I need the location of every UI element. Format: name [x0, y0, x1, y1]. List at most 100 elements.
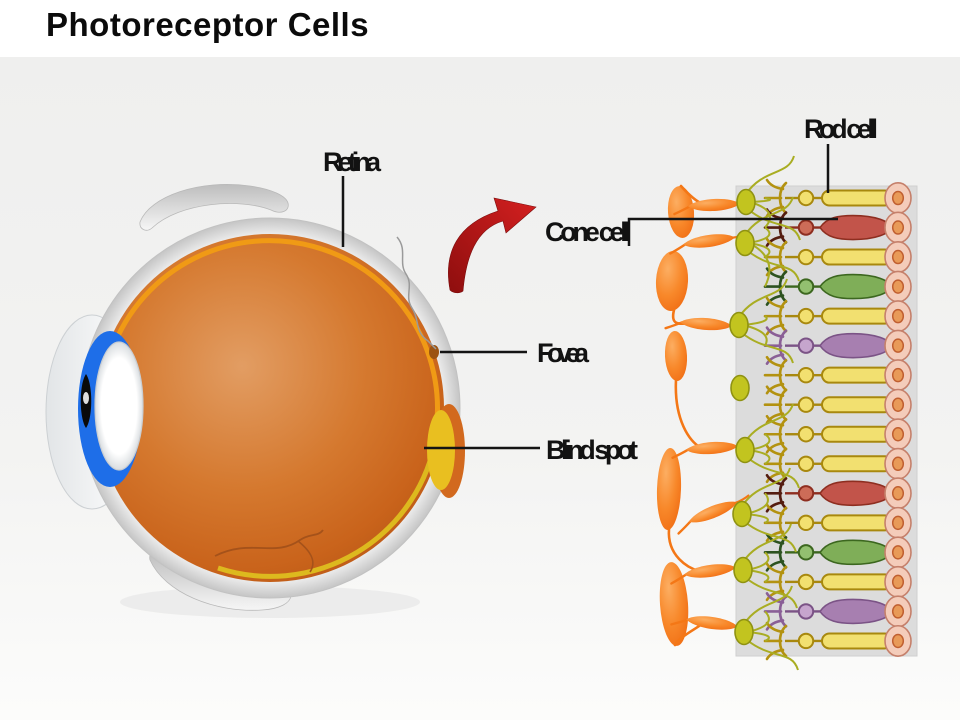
rod-outer-segment [821, 366, 893, 384]
rod-outer-segment [821, 573, 893, 591]
cell-nucleus [891, 633, 905, 649]
label-fovea: Fovea [537, 338, 590, 368]
nerve-fiber-squiggle [396, 236, 437, 350]
cone-cell-leader-line [627, 217, 838, 246]
epithelium-cell [884, 270, 912, 303]
rod-cell-row [763, 503, 893, 543]
cell-nucleus [891, 338, 905, 353]
blind-spot-mark [427, 410, 455, 490]
inner-segment [797, 337, 815, 354]
bipolar-cell-group [735, 196, 800, 288]
ganglion-cell [664, 331, 688, 381]
inner-segment [797, 485, 815, 502]
rod-cell-row [763, 355, 893, 395]
bipolar-cell-group [730, 374, 750, 402]
dendrite-curl [748, 209, 801, 241]
rod-cell-row [763, 296, 893, 336]
bipolar-cell-body [730, 374, 750, 402]
rod-cell-row [763, 621, 893, 661]
page-title: Photoreceptor Cells [46, 6, 370, 43]
cell-nucleus [891, 426, 905, 442]
cell-nucleus [891, 545, 905, 560]
cell-nucleus [891, 367, 905, 383]
rod-cell-row [763, 414, 893, 454]
bipolar-cell-body [736, 188, 756, 216]
epithelium-cell [884, 300, 912, 333]
retinal-vein-2 [297, 540, 314, 573]
label-rod-cell: Rod cell [804, 114, 878, 144]
cone-cell-row [763, 592, 892, 631]
leader-lines [341, 144, 838, 450]
rod-outer-segment [821, 307, 893, 325]
epithelium-cell [884, 506, 912, 539]
cell-nucleus [891, 249, 905, 265]
epithelium-cell [884, 565, 912, 598]
epithelium-cell [884, 241, 912, 274]
bipolar-cell-body [735, 229, 755, 257]
rod-outer-segment [821, 396, 893, 414]
retinal-vein [214, 529, 324, 557]
rod-cell-row [763, 178, 893, 218]
inner-segment [797, 396, 815, 413]
inner-segment [797, 544, 815, 561]
dendrite-curl [746, 639, 799, 671]
cell-nucleus [891, 486, 905, 501]
cone-outer-segment [819, 332, 892, 359]
rod-cell-row [763, 237, 893, 277]
epithelium-cell [884, 211, 912, 244]
dendrite-curl [745, 155, 795, 195]
cell-nucleus [891, 574, 905, 590]
inner-segment [797, 426, 815, 443]
inner-segment [797, 307, 815, 325]
epithelium-cell [884, 536, 912, 569]
rod-outer-segment [821, 248, 893, 266]
bipolar-cell-group [729, 278, 794, 364]
cone-outer-segment [819, 480, 892, 507]
inner-segment [797, 248, 815, 266]
rod-outer-segment [821, 632, 893, 650]
dendrite-curl [744, 403, 794, 443]
dendrite-curl [747, 250, 800, 282]
bipolar-cell-group [734, 585, 799, 671]
inner-segment [797, 603, 815, 620]
label-cone-cell: Cone cell [545, 217, 631, 247]
bipolar-cell-body [729, 311, 749, 339]
cell-nucleus [891, 456, 905, 472]
bipolar-cell-group [735, 403, 800, 489]
inner-segment [797, 366, 815, 384]
bipolar-cell-body [732, 500, 752, 528]
dendrite-curl [742, 523, 792, 563]
dendrite-curl [744, 196, 794, 236]
bipolar-cell-group [736, 155, 801, 241]
inner-segment [797, 455, 815, 472]
ganglion-cell [655, 251, 689, 311]
bipolar-cell-body [735, 436, 755, 464]
bipolar-cell-group [732, 467, 797, 553]
inner-segment [797, 632, 815, 650]
cell-nucleus [891, 604, 905, 619]
inner-segment [797, 278, 815, 295]
epithelium-cell [884, 447, 912, 480]
lens [94, 341, 144, 471]
cell-nucleus [891, 515, 905, 531]
label-retina: Retina [323, 147, 382, 177]
pupil-highlight [83, 392, 89, 404]
epithelium-cell [884, 388, 912, 421]
ganglion-cell [656, 448, 682, 530]
cell-nucleus [891, 397, 905, 412]
rod-outer-segment [821, 514, 893, 532]
neural-layer [655, 155, 801, 671]
inner-segment [797, 573, 815, 591]
ganglion-cell [659, 562, 689, 646]
epithelium-cell [884, 418, 912, 451]
label-blind-spot: Blind spot [546, 435, 638, 465]
inner-segment [797, 219, 815, 236]
bipolar-cell-body [733, 556, 753, 584]
epithelium-cell [884, 182, 912, 215]
dendrite-curl [745, 577, 798, 609]
cone-outer-segment [819, 539, 892, 566]
dendrite-curl [743, 585, 793, 625]
cell-nucleus [891, 190, 905, 206]
